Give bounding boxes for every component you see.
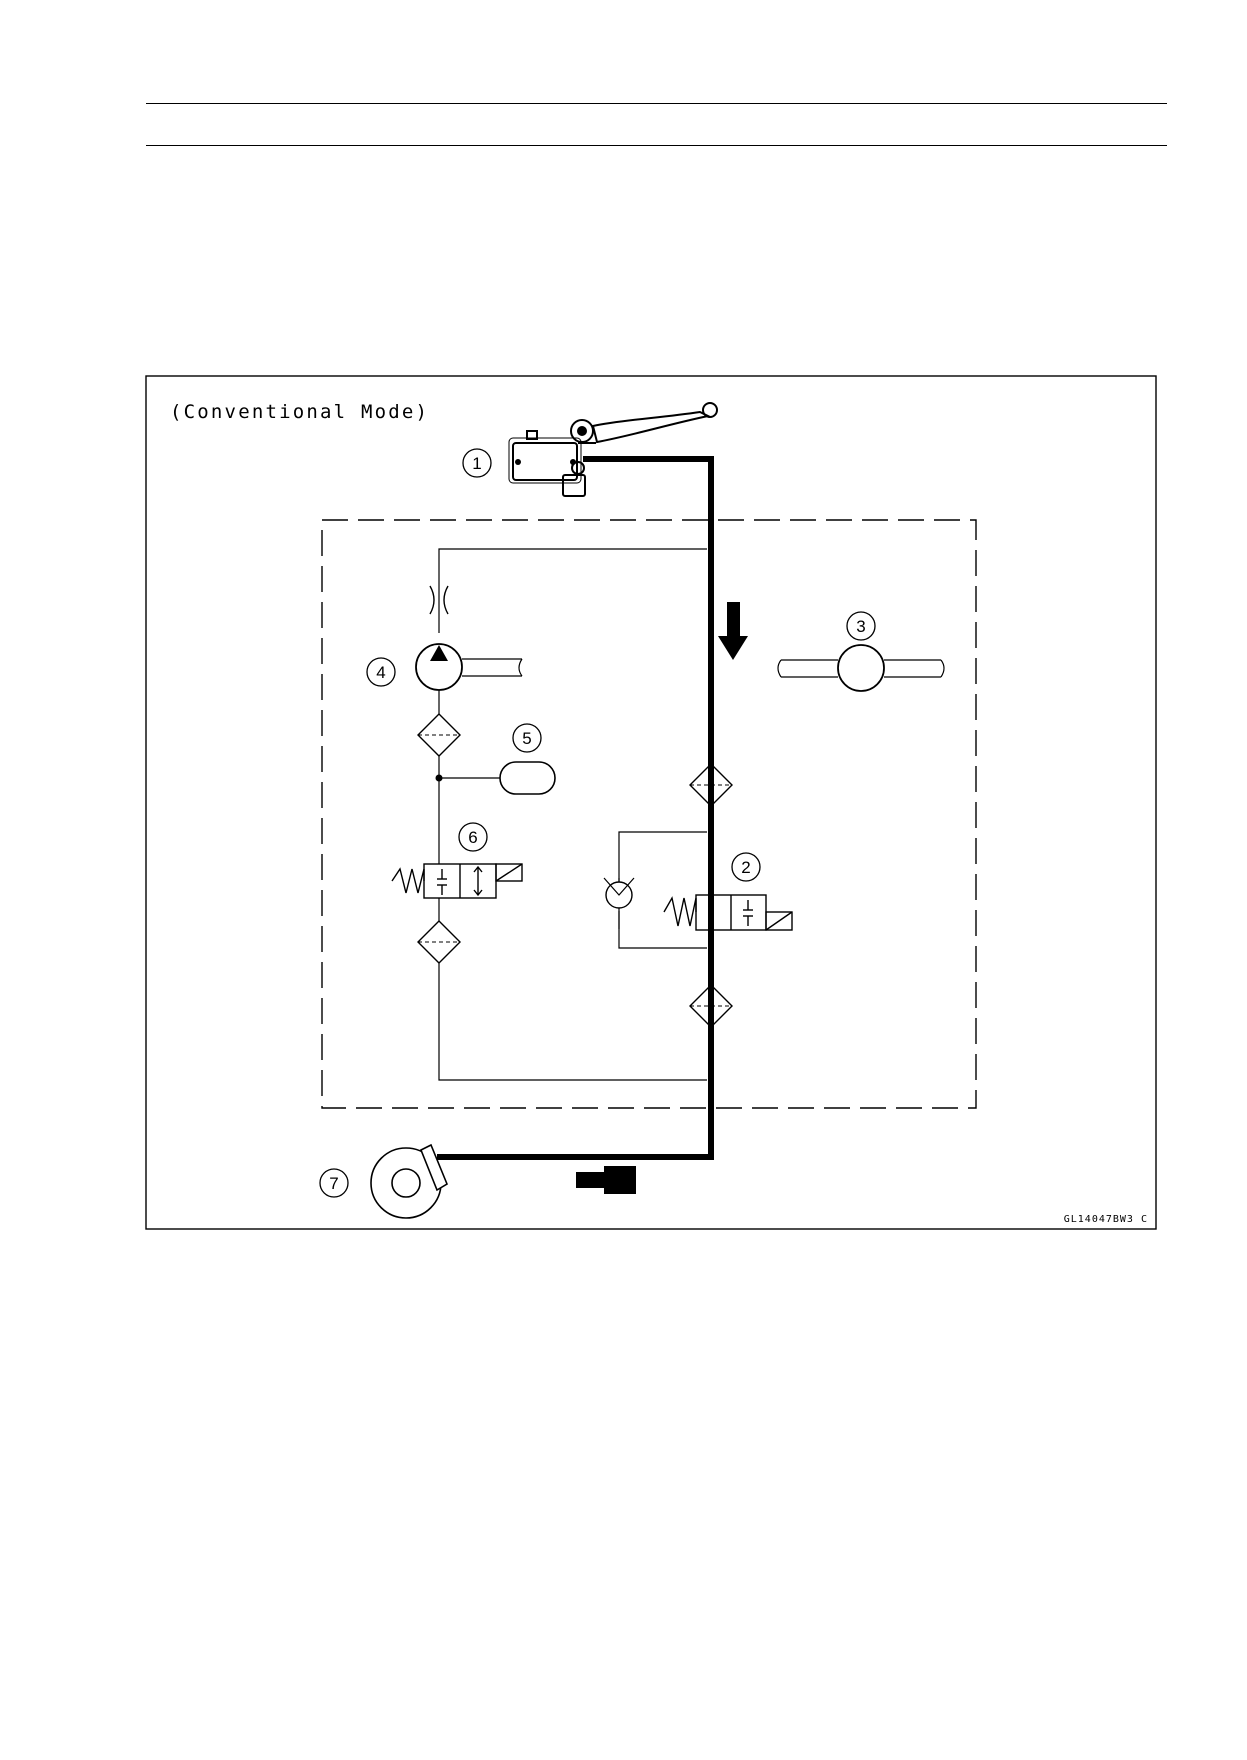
filter-main-upper (689, 763, 733, 807)
flow-arrow-down-icon (718, 602, 748, 660)
svg-text:2: 2 (741, 858, 750, 877)
callout-6: 6 (458, 822, 488, 852)
svg-text:5: 5 (522, 729, 531, 748)
check-valve (603, 877, 635, 909)
filter-pump-inlet (417, 713, 461, 757)
master-cylinder-lever (508, 402, 718, 497)
callout-4: 4 (366, 657, 396, 687)
filter-valve-outlet (417, 920, 461, 964)
svg-text:7: 7 (329, 1174, 338, 1193)
svg-text:6: 6 (468, 828, 477, 847)
header-rule-top (146, 103, 1167, 104)
svg-text:4: 4 (376, 663, 385, 682)
flow-arrow-left-icon (576, 1166, 636, 1194)
mode-label: (Conventional Mode) (170, 401, 429, 423)
internal-circuit-lines (438, 548, 707, 1081)
callout-7: 7 (319, 1168, 349, 1198)
reservoir-screw-left (515, 459, 521, 465)
accumulator-symbol (499, 761, 556, 795)
hydraulic-unit-boundary (321, 519, 977, 1109)
filter-main-lower (689, 984, 733, 1028)
header-rule-bottom (146, 145, 1167, 146)
junction-dot (435, 774, 443, 782)
callout-3: 3 (846, 611, 876, 641)
reservoir-screw-right (570, 459, 576, 465)
callout-2: 2 (731, 852, 761, 882)
svg-text:1: 1 (472, 454, 481, 473)
solenoid-valve-6 (391, 863, 523, 899)
active-flow-line (437, 456, 714, 1160)
orifice-symbol (429, 585, 449, 615)
figure-frame (145, 375, 1157, 1230)
figure-id: GL14047BW3 C (1064, 1214, 1148, 1225)
solenoid-valve-2 (663, 894, 793, 931)
callout-5: 5 (512, 723, 542, 753)
svg-text:3: 3 (856, 617, 865, 636)
motor-symbol (777, 644, 945, 692)
brake-disc-caliper (370, 1143, 449, 1219)
pump-symbol (415, 643, 523, 691)
callout-1: 1 (462, 448, 492, 478)
